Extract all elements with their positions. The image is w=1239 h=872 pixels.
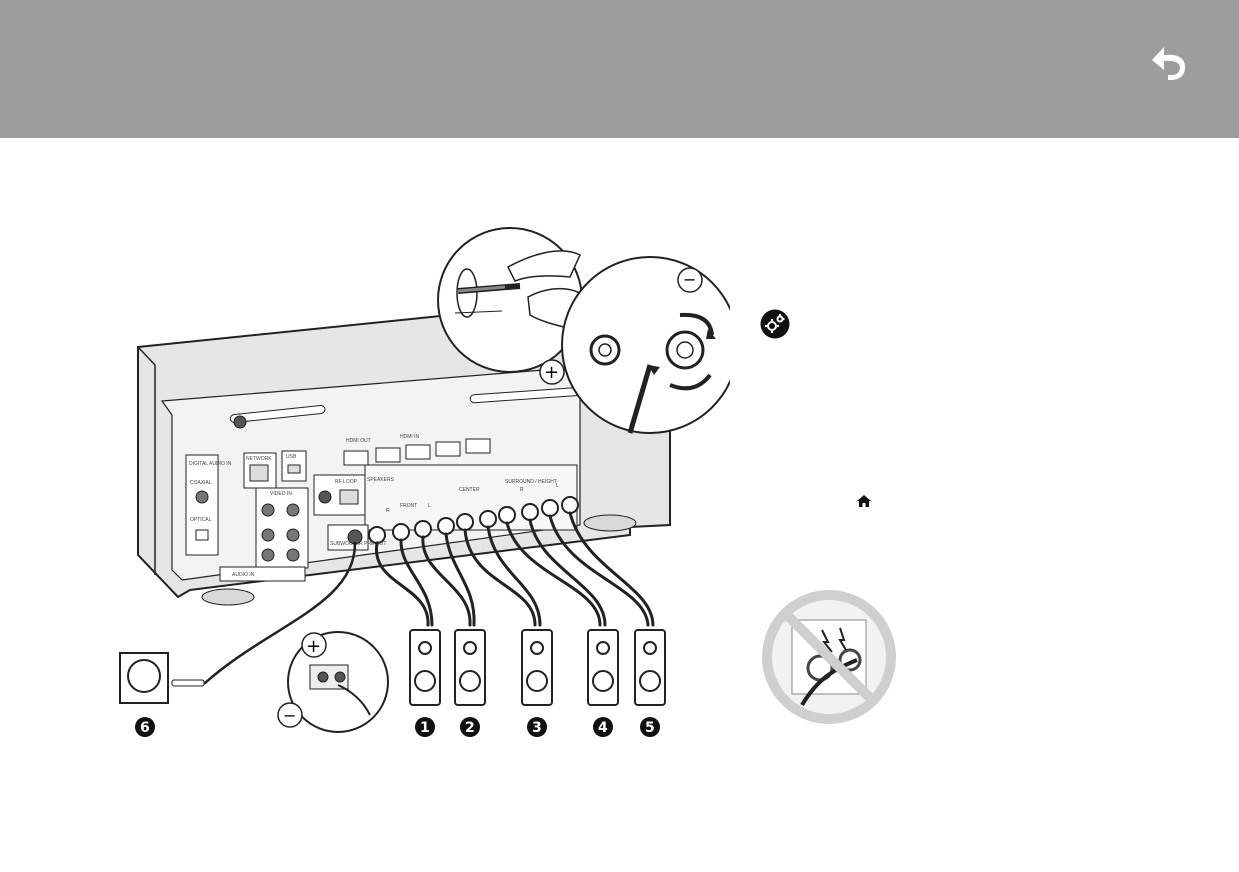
small-terminal-inset: + − [277, 631, 389, 733]
speaker-number-4: 4 [598, 720, 608, 736]
plus-symbol: + [544, 362, 559, 383]
speaker-number-6: 6 [140, 720, 150, 736]
front-l-letter: L [428, 503, 431, 509]
audio-in-label: AUDIO IN [232, 572, 255, 578]
usb-label: USB [286, 454, 297, 460]
speaker-units [409, 629, 666, 706]
digital-audio-in-panel: DIGITAL AUDIO IN COAXIAL OPTICAL [185, 454, 232, 556]
speaker-number-badges: 1 2 3 4 5 6 [135, 717, 660, 737]
subwoofer-pre-out-jack: SUBWOOFER PRE OUT [327, 524, 386, 551]
surround-l-letter: L [556, 483, 559, 489]
speaker-number-3: 3 [532, 720, 542, 736]
speaker-connection-diagram: DIGITAL AUDIO IN COAXIAL OPTICAL NETWORK… [119, 227, 730, 737]
surround-r-letter: R [520, 487, 524, 493]
inset-plus-symbol: + [306, 636, 321, 657]
inset-minus-symbol: − [283, 706, 296, 725]
surround-height-label: SURROUND / HEIGHT [505, 479, 557, 485]
hdmi-panel: HDMI OUT HDMI IN [343, 434, 491, 466]
speaker-number-1: 1 [420, 720, 430, 736]
back-arrow-icon[interactable] [1138, 38, 1194, 86]
video-in-label: VIDEO IN [270, 491, 292, 497]
subwoofer-pre-out-label: SUBWOOFER PRE OUT [330, 541, 386, 547]
optical-label: OPTICAL [190, 517, 212, 523]
digital-audio-in-label: DIGITAL AUDIO IN [189, 461, 232, 467]
settings-gears-icon[interactable] [760, 309, 790, 339]
center-label: CENTER [459, 487, 480, 493]
minus-symbol: − [683, 270, 696, 289]
subwoofer-unit [119, 652, 205, 704]
hdmi-out-label: HDMI OUT [346, 438, 371, 444]
video-audio-in-panel: VIDEO IN AUDIO IN [219, 487, 309, 582]
speaker-cables [203, 511, 655, 685]
rf-loop-panel: RF LOOP [313, 474, 367, 516]
speaker-number-5: 5 [645, 720, 655, 736]
speakers-label: SPEAKERS [367, 477, 395, 483]
terminal-tighten-inset [561, 256, 730, 434]
polarity-symbols: − + [539, 267, 703, 385]
home-icon[interactable] [856, 493, 872, 509]
network-label: NETWORK [246, 456, 272, 462]
front-r-letter: R [386, 508, 390, 514]
hdmi-in-label: HDMI IN [400, 434, 420, 440]
no-short-circuit-icon [762, 590, 896, 724]
rf-loop-label: RF LOOP [335, 479, 358, 485]
speaker-terminal-panel: SPEAKERS FRONT CENTER SURROUND / HEIGHT … [364, 464, 579, 544]
coaxial-label: COAXIAL [190, 480, 212, 486]
network-usb-panel: NETWORK USB [243, 450, 307, 489]
top-banner [0, 0, 1239, 138]
speaker-number-2: 2 [465, 720, 475, 736]
front-label: FRONT [400, 503, 417, 509]
